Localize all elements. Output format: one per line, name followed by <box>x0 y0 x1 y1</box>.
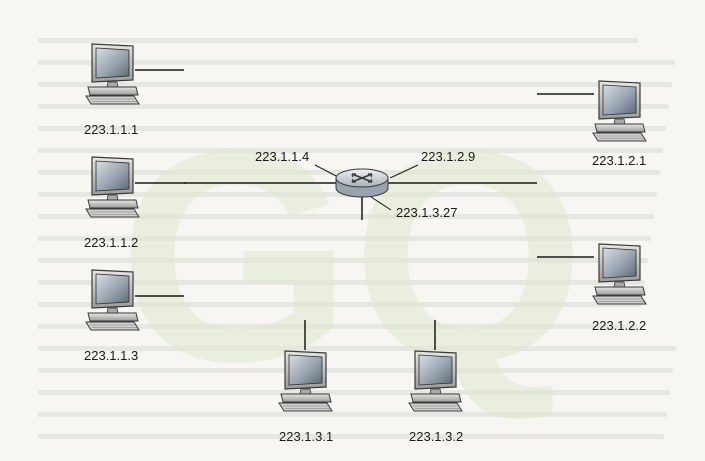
bleed-through-line <box>38 82 672 87</box>
router-interface-label-south: 223.1.3.27 <box>396 205 458 220</box>
bleed-through-line <box>38 60 675 65</box>
host-ip-label: 223.1.3.2 <box>409 429 464 444</box>
router-icon <box>335 168 389 198</box>
host-ip-label: 223.1.2.2 <box>592 318 647 333</box>
computer-icon-h5 <box>592 243 647 305</box>
computer-icon-h2 <box>85 156 140 218</box>
bleed-through-line <box>38 434 664 439</box>
host-ip-label: 223.1.2.1 <box>592 153 647 168</box>
bleed-through-line <box>38 236 651 241</box>
host-ip-label: 223.1.1.2 <box>84 235 139 250</box>
router-interface-label-east: 223.1.2.9 <box>421 149 476 164</box>
bleed-through-line <box>38 280 645 285</box>
bleed-through-line <box>38 346 676 351</box>
computer-icon-h7 <box>408 350 463 412</box>
bleed-through-line <box>38 324 639 329</box>
bleed-through-line <box>38 258 648 263</box>
bleed-through-line <box>38 38 638 43</box>
bleed-through-line <box>38 214 654 219</box>
host-ip-label: 223.1.1.3 <box>84 348 139 363</box>
bleed-through-line <box>38 104 669 109</box>
computer-icon-h4 <box>592 80 647 142</box>
bleed-through-line <box>38 148 663 153</box>
host-ip-label: 223.1.3.1 <box>279 429 334 444</box>
bleed-through-line <box>38 126 666 131</box>
bleed-through-line <box>38 412 667 417</box>
computer-icon-h3 <box>85 269 140 331</box>
bleed-through-line <box>38 368 673 373</box>
computer-icon-h6 <box>278 350 333 412</box>
bleed-through-line <box>38 302 642 307</box>
host-ip-label: 223.1.1.1 <box>84 122 139 137</box>
bleed-through-line <box>38 390 670 395</box>
router-interface-label-west: 223.1.1.4 <box>255 149 310 164</box>
computer-icon-h1 <box>85 43 140 105</box>
